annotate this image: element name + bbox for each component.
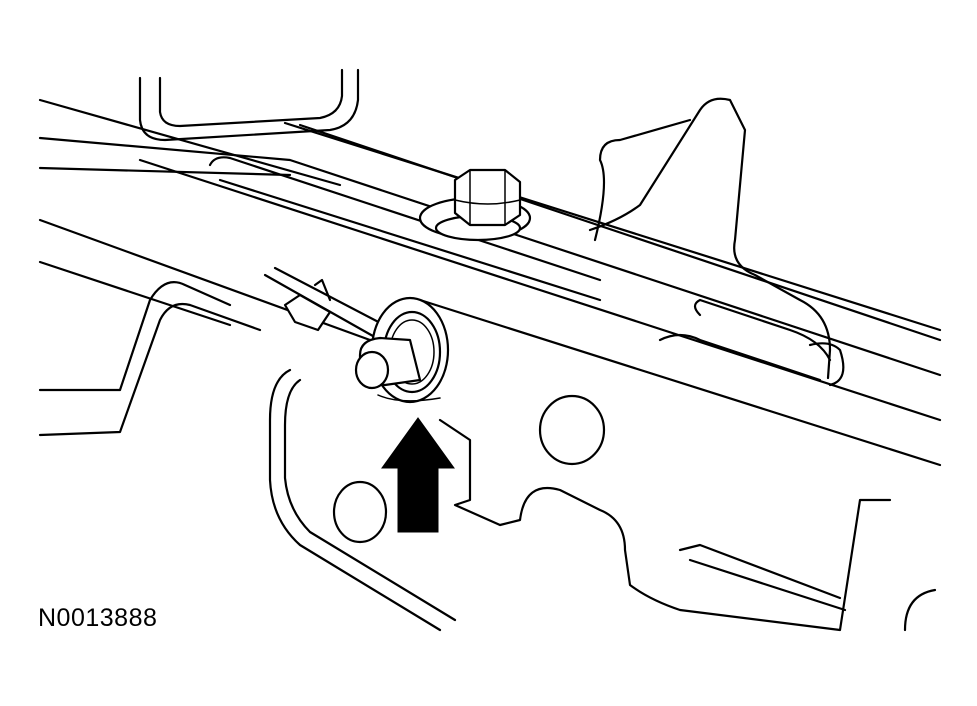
upper-bracket xyxy=(138,68,360,142)
lower-frame xyxy=(38,281,457,632)
hex-bolt xyxy=(418,168,532,242)
figure-reference-code: N0013888 xyxy=(38,604,158,632)
direction-arrow xyxy=(381,417,455,533)
mounting-bracket xyxy=(588,97,845,387)
lower-plate xyxy=(332,394,937,632)
pivot-pin-assembly xyxy=(354,296,450,404)
seat-track-rail xyxy=(38,98,942,467)
cable-tie xyxy=(263,266,392,342)
